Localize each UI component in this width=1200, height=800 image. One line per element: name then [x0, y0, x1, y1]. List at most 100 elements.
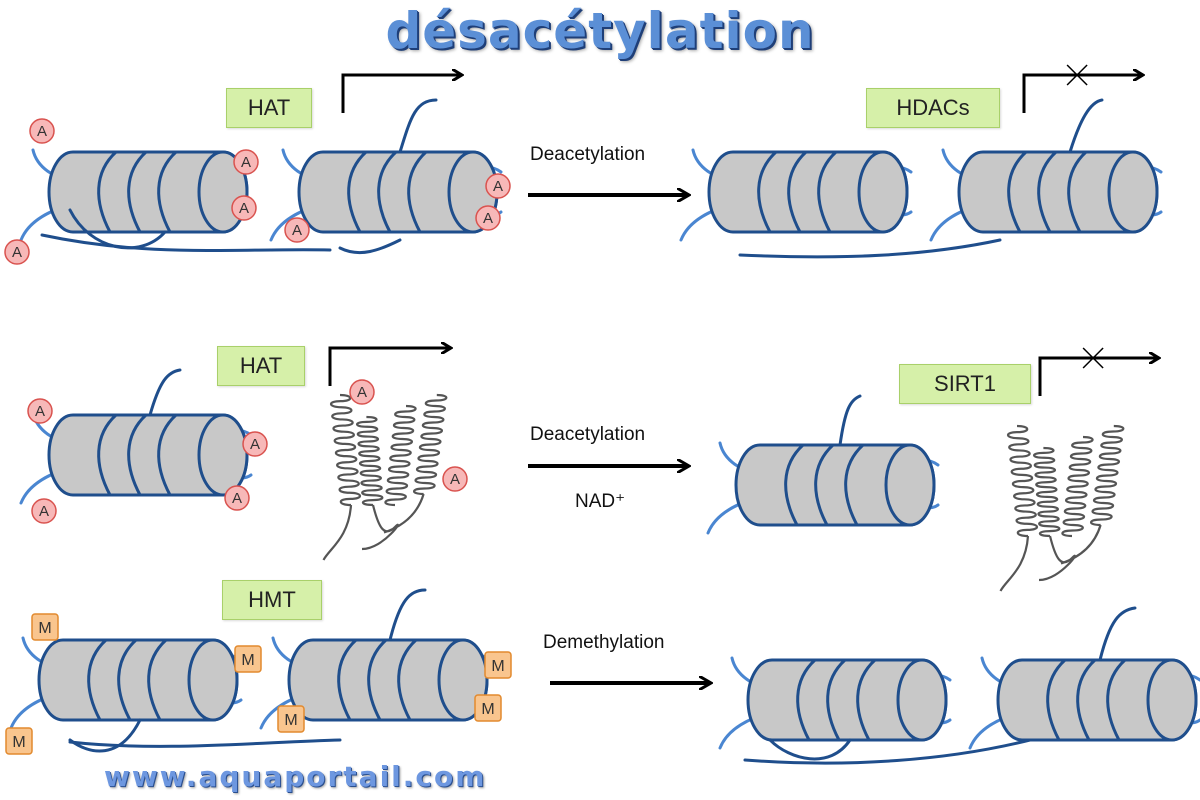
dna-wrap: [817, 150, 838, 233]
acetyl-mark-label: A: [483, 210, 493, 227]
acetyl-mark-label: A: [250, 436, 260, 453]
dna-wrap: [784, 443, 805, 526]
dna-wrap: [814, 443, 835, 526]
acetyl-mark-label: A: [450, 471, 460, 488]
deacetylation-label: Deacetylation: [530, 424, 646, 445]
dna-strand: [1098, 606, 1137, 662]
methyl-mark: M: [277, 705, 305, 733]
methyl-mark: M: [234, 645, 262, 673]
dna-wrap: [1106, 658, 1127, 741]
dna-wrap: [1046, 658, 1067, 741]
watermark-logo: www.aquaportail.com: [104, 760, 487, 793]
transcription-start-arrow: [1022, 75, 1142, 113]
dna-wrap: [87, 638, 108, 721]
acetyl-mark-label: A: [39, 503, 49, 520]
acetyl-mark-label: A: [241, 154, 251, 171]
methyl-mark: M: [474, 694, 502, 722]
acetyl-mark: A: [231, 195, 257, 221]
dna-wrap: [856, 658, 877, 741]
dna-wrap: [377, 150, 398, 233]
linker-dna: [738, 238, 1002, 259]
methyl-mark: M: [31, 613, 59, 641]
dna-wrap: [1007, 150, 1028, 233]
histone-core-cap: [187, 638, 239, 722]
methyl-mark-label: M: [241, 652, 254, 669]
nucleosome: [706, 394, 940, 535]
alpha-helix: [355, 415, 384, 507]
dna-wrap: [147, 638, 168, 721]
acetyl-mark: A: [442, 466, 468, 492]
acetyl-mark: A: [27, 398, 53, 424]
dna-wrap: [347, 150, 368, 233]
histone-core-cap: [197, 413, 249, 497]
methyl-mark-label: M: [12, 734, 25, 751]
protein-helices: [322, 393, 448, 561]
enzyme-sirt1-label: SIRT1: [899, 364, 1031, 404]
nucleosome: [19, 148, 253, 250]
dna-wrap: [787, 150, 808, 233]
acetyl-mark-label: A: [357, 384, 367, 401]
nucleosome: [9, 636, 243, 753]
dna-wrap: [844, 443, 865, 526]
dna-wrap: [157, 150, 178, 233]
acetyl-mark-label: A: [37, 123, 47, 140]
dna-wrap: [117, 638, 138, 721]
transcription-start-arrow: [328, 348, 450, 386]
nad-cofactor-label: NAD⁺: [575, 491, 626, 512]
dna-wrap: [337, 638, 358, 721]
acetyl-mark: A: [4, 239, 30, 265]
dna-strand: [838, 394, 862, 447]
dna-wrap: [1037, 150, 1058, 233]
protein-helices: [999, 424, 1125, 592]
dna-wrap: [796, 658, 817, 741]
dna-wrap: [97, 150, 118, 233]
loop: [322, 493, 425, 561]
acetyl-mark-label: A: [239, 200, 249, 217]
acetyl-mark-label: A: [12, 244, 22, 261]
linker-dna: [68, 738, 342, 748]
nucleosome: [718, 656, 952, 761]
dna-strand: [1068, 98, 1104, 154]
histone-core-cap: [1107, 150, 1159, 234]
linker-dna: [40, 233, 332, 252]
dna-wrap: [407, 150, 428, 233]
methyl-mark-label: M: [481, 701, 494, 718]
transcription-start-arrow: [1038, 358, 1158, 396]
methyl-mark: M: [484, 651, 512, 679]
dna-wrap: [1076, 658, 1097, 741]
acetyl-mark-label: A: [35, 403, 45, 420]
nucleosome: [259, 588, 493, 730]
methyl-mark: M: [5, 727, 33, 755]
methyl-mark-label: M: [491, 658, 504, 675]
alpha-helix: [384, 404, 417, 507]
alpha-helix: [1061, 435, 1094, 538]
nucleosome: [929, 98, 1163, 242]
dna-wrap: [1067, 150, 1088, 233]
methyl-mark-label: M: [284, 712, 297, 729]
nucleosome: [19, 368, 253, 505]
enzyme-hat-label: HAT: [226, 88, 312, 128]
dna-strand: [398, 98, 438, 154]
acetyl-mark: A: [224, 485, 250, 511]
acetyl-mark-label: A: [493, 178, 503, 195]
page-title: désacétylation: [385, 2, 815, 60]
methyl-mark-label: M: [38, 620, 51, 637]
linker-dna: [743, 738, 1032, 765]
acetyl-mark: A: [475, 205, 501, 231]
dna-strand: [68, 208, 167, 250]
acetyl-mark-label: A: [232, 490, 242, 507]
acetyl-mark: A: [31, 498, 57, 524]
blocked-transcription-mark: [1082, 347, 1104, 369]
alpha-helix: [1089, 424, 1125, 527]
alpha-helix: [1006, 424, 1039, 538]
dna-wrap: [367, 638, 388, 721]
enzyme-hmt-label: HMT: [222, 580, 322, 620]
demethylation-label: Demethylation: [543, 632, 665, 653]
dna-wrap: [826, 658, 847, 741]
dna-strand: [148, 368, 182, 417]
dna-wrap: [127, 413, 148, 496]
dna-strand: [68, 718, 142, 753]
acetyl-mark: A: [349, 379, 375, 405]
acetyl-mark: A: [233, 149, 259, 175]
